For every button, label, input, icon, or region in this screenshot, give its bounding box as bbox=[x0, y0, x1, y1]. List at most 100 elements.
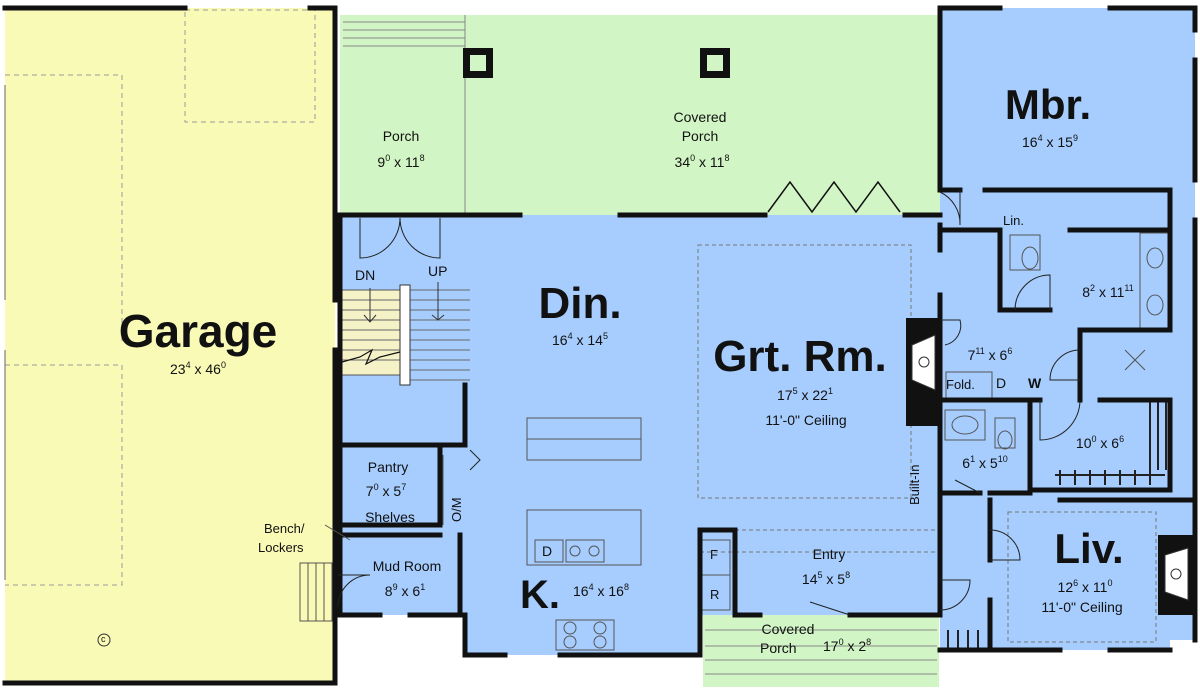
liv-w-in: 6 bbox=[1073, 578, 1079, 588]
laundry-w-in: 11 bbox=[975, 346, 985, 356]
bench-details bbox=[299, 455, 444, 622]
laundry-d-in: 6 bbox=[1007, 346, 1013, 356]
mbr-w-ft: 16 bbox=[1022, 134, 1038, 150]
garage-fill bbox=[5, 8, 335, 683]
kitchen-label: K. bbox=[520, 573, 560, 617]
covered-porch-w-ft: 34 bbox=[674, 154, 691, 170]
wic-w-in: 0 bbox=[1091, 434, 1097, 444]
kitchen-d-ft: 16 bbox=[608, 583, 624, 599]
front-porch-label-1: Covered bbox=[761, 621, 815, 637]
liv-d-in: 0 bbox=[1107, 578, 1113, 588]
porch-fill bbox=[340, 15, 940, 215]
porch-label: Porch bbox=[382, 128, 420, 144]
front-porch-d-ft: 2 bbox=[858, 638, 867, 654]
pantry-dims: 70 x 57 bbox=[365, 482, 407, 499]
mud-room-w-in: 9 bbox=[392, 582, 398, 592]
bench-label-2: Lockers bbox=[258, 540, 304, 555]
porch-dims: 90 x 118 bbox=[377, 153, 425, 170]
covered-porch-label-2: Porch bbox=[681, 128, 719, 144]
liv-ceiling: 11'-0" Ceiling bbox=[1041, 599, 1123, 615]
liv-label: Liv. bbox=[1054, 525, 1124, 572]
grt-rm-w-in: 5 bbox=[792, 386, 798, 396]
fold-label: Fold. bbox=[946, 377, 975, 392]
pantry-shelves: Shelves bbox=[365, 509, 415, 525]
garage-d-in: 0 bbox=[220, 360, 226, 370]
wic-d-in: 6 bbox=[1119, 434, 1125, 444]
wic-w-ft: 10 bbox=[1075, 435, 1092, 451]
garage-details bbox=[5, 9, 316, 586]
mbr-dims: 164 x 159 bbox=[1022, 133, 1078, 150]
porch-posts bbox=[463, 48, 730, 78]
porch-w-ft: 9 bbox=[377, 154, 386, 170]
front-porch-label-2: Porch bbox=[760, 640, 797, 656]
dishwasher-label: D bbox=[542, 543, 553, 559]
grt-rm-d-ft: 22 bbox=[812, 387, 828, 403]
half-bath-w-in: 1 bbox=[970, 454, 976, 464]
front-porch-w-ft: 17 bbox=[823, 638, 839, 654]
folding-door bbox=[767, 180, 901, 214]
kitchen-w-in: 4 bbox=[588, 582, 594, 592]
half-bath-w-ft: 6 bbox=[962, 455, 971, 471]
kitchen-fixtures bbox=[526, 417, 731, 651]
master-bath-w-ft: 8 bbox=[1082, 284, 1091, 300]
grt-rm-ceiling: 11'-0" Ceiling bbox=[765, 412, 847, 428]
laundry-dims: 711 x 66 bbox=[967, 346, 1013, 363]
liv-w-ft: 12 bbox=[1057, 579, 1074, 595]
up-label: UP bbox=[428, 263, 448, 279]
wic-dims: 100 x 66 bbox=[1075, 434, 1125, 451]
om-label: O/M bbox=[449, 497, 464, 522]
master-bath-d-in: 11 bbox=[1124, 283, 1134, 293]
liv-dims: 126 x 110 bbox=[1057, 578, 1113, 595]
mbr-d-in: 9 bbox=[1072, 133, 1078, 143]
din-w-in: 4 bbox=[567, 331, 573, 341]
garage-dims: 234 x 460 bbox=[170, 360, 226, 377]
kitchen-w-ft: 16 bbox=[573, 583, 589, 599]
entry-d-ft: 5 bbox=[837, 571, 846, 587]
wic-d-ft: 6 bbox=[1111, 435, 1120, 451]
grt-rm-dims: 175 x 221 bbox=[777, 386, 833, 403]
kitchen-d-in: 8 bbox=[623, 582, 629, 592]
master-bath-w-in: 2 bbox=[1090, 283, 1096, 293]
front-porch-dims: 170 x 28 bbox=[823, 637, 872, 654]
front-porch-d-in: 8 bbox=[866, 637, 872, 647]
stairs bbox=[341, 282, 470, 386]
laundry-w-ft: 7 bbox=[967, 347, 976, 363]
fireplaces bbox=[906, 318, 1195, 615]
half-bath-dims: 61 x 510 bbox=[962, 454, 1008, 471]
mbr-d-ft: 15 bbox=[1057, 134, 1073, 150]
master-bath-dims: 82 x 1111 bbox=[1082, 283, 1134, 300]
covered-porch-d-in: 8 bbox=[724, 153, 730, 163]
din-w-ft: 16 bbox=[552, 332, 568, 348]
front-porch-w-in: 0 bbox=[838, 637, 844, 647]
mbr-label: Mbr. bbox=[1004, 81, 1092, 128]
entry-w-in: 5 bbox=[817, 570, 823, 580]
dn-label: DN bbox=[355, 267, 376, 283]
mud-room-dims: 89 x 61 bbox=[384, 582, 426, 599]
entry-w-ft: 14 bbox=[801, 571, 818, 587]
entry-dims: 145 x 58 bbox=[801, 570, 851, 587]
entry-d-in: 8 bbox=[845, 570, 851, 580]
covered-porch-w-in: 0 bbox=[690, 153, 696, 163]
covered-porch-label-1: Covered bbox=[673, 109, 727, 125]
garage-w-ft: 23 bbox=[170, 361, 186, 377]
din-d-ft: 14 bbox=[587, 332, 603, 348]
lin-label: Lin. bbox=[1003, 213, 1024, 228]
dryer-label: D bbox=[996, 375, 1007, 391]
half-bath-d-ft: 5 bbox=[989, 455, 998, 471]
porch-w-in: 0 bbox=[385, 153, 391, 163]
mud-room-w-ft: 8 bbox=[384, 583, 393, 599]
half-bath-d-in: 10 bbox=[997, 454, 1008, 464]
porch-d-in: 8 bbox=[419, 153, 425, 163]
closet-rods bbox=[947, 400, 1167, 650]
pantry-w-in: 0 bbox=[373, 482, 379, 492]
garage-w-in: 4 bbox=[185, 360, 191, 370]
din-d-in: 5 bbox=[602, 331, 608, 341]
laundry-d-ft: 6 bbox=[999, 347, 1008, 363]
din-label: Din. bbox=[538, 279, 622, 328]
mbr-w-in: 4 bbox=[1037, 133, 1043, 143]
porch-post-holes bbox=[470, 55, 723, 71]
entry-label: Entry bbox=[812, 546, 846, 562]
din-dims: 164 x 145 bbox=[552, 331, 608, 348]
door-swings bbox=[337, 190, 1081, 616]
